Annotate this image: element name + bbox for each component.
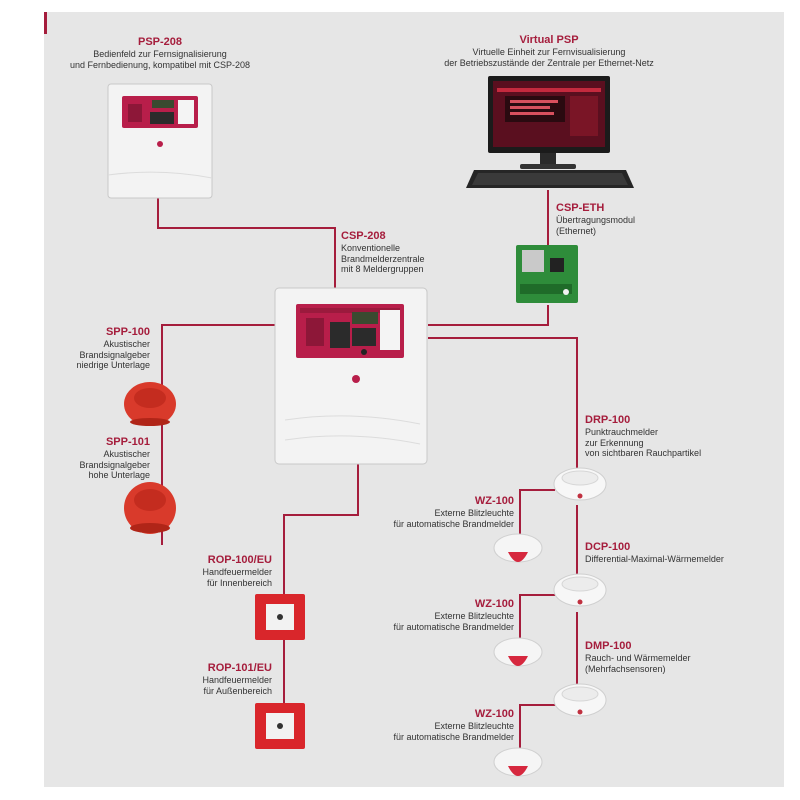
csp-208-desc-1: Konventionelle — [341, 243, 401, 253]
csp-208-title: CSP-208 — [341, 230, 386, 242]
psp-208-desc-1: Bedienfeld zur Fernsignalisierung — [93, 49, 227, 59]
rop-100-desc-1: Handfeuermelder — [202, 567, 272, 577]
rop-100-title: ROP-100/EU — [207, 554, 272, 566]
spp-100-device — [124, 382, 176, 426]
spp-101-label: SPP-101 Akustischer Brandsignalgeber hoh… — [50, 436, 150, 481]
dcp-100-desc-1: Differential-Maximal-Wärmemelder — [585, 554, 724, 564]
wz-100-device-1 — [493, 533, 543, 563]
dcp-100-title: DCP-100 — [585, 541, 631, 553]
wz-100-3-desc-1: Externe Blitzleuchte — [434, 721, 514, 731]
spp-101-desc-1: Akustischer — [103, 449, 150, 459]
wire-spp-loop — [161, 324, 278, 392]
rop-100-device — [255, 594, 305, 640]
wz-100-2-desc-2: für automatische Brandmelder — [393, 621, 514, 632]
dmp-100-desc-1: Rauch- und Wärmemelder — [585, 653, 691, 663]
wz-100-3-desc-2: für automatische Brandmelder — [393, 731, 514, 742]
dmp-100-title: DMP-100 — [585, 640, 632, 652]
rop-101-desc-1: Handfeuermelder — [202, 675, 272, 685]
spp-100-desc-3: niedrige Unterlage — [76, 360, 150, 370]
wz-100-1-desc-1: Externe Blitzleuchte — [434, 508, 514, 518]
dmp-100-device — [553, 683, 607, 717]
virtual-psp-desc-2: der Betriebszustände der Zentrale per Et… — [444, 57, 654, 68]
dcp-100-label: DCP-100 Differential-Maximal-Wärmemelder — [585, 541, 770, 565]
wz-100-title-3: WZ-100 — [474, 708, 514, 720]
wire-wz-2 — [519, 594, 555, 640]
wire-wz-3 — [519, 704, 555, 748]
rop-101-label: ROP-101/EU Handfeuermelder für Außenbere… — [170, 662, 272, 696]
spp-101-title: SPP-101 — [105, 436, 150, 448]
wire-wz-1 — [519, 489, 555, 535]
csp-208-desc-3: mit 8 Meldergruppen — [341, 264, 424, 274]
drp-100-title: DRP-100 — [585, 414, 631, 426]
drp-100-device — [553, 467, 607, 501]
rop-100-desc-2: für Innenbereich — [206, 577, 272, 588]
wz-100-1-desc-2: für automatische Brandmelder — [393, 518, 514, 529]
rop-101-device — [255, 703, 305, 749]
virtual-psp-desc-1: Virtuelle Einheit zur Fernvisualisierung — [472, 47, 626, 57]
dcp-100-device — [553, 573, 607, 607]
wire-csp-eth-panel — [428, 305, 549, 326]
wz-100-title-1: WZ-100 — [474, 495, 514, 507]
psp-208-device — [107, 83, 213, 199]
wire-detector-loop — [428, 337, 578, 468]
virtual-psp-computer — [466, 76, 634, 188]
drp-100-desc-2: zur Erkennung — [585, 437, 644, 448]
spp-100-title: SPP-100 — [105, 326, 150, 338]
rop-100-label: ROP-100/EU Handfeuermelder für Innenbere… — [170, 554, 272, 588]
wz-100-title-2: WZ-100 — [474, 598, 514, 610]
csp-208-label: CSP-208 Konventionelle Brandmelderzentra… — [341, 230, 461, 275]
spp-100-label: SPP-100 Akustischer Brandsignalgeber nie… — [50, 326, 150, 371]
csp-eth-desc-1: Übertragungsmodul — [556, 215, 636, 225]
wz-100-2-desc-1: Externe Blitzleuchte — [434, 611, 514, 621]
rop-101-desc-2: für Außenbereich — [203, 685, 272, 696]
spp-100-desc-2: Brandsignalgeber — [79, 349, 150, 360]
wire-psp208 — [157, 198, 336, 290]
dmp-100-label: DMP-100 Rauch- und Wärmemelder (Mehrfach… — [585, 640, 745, 674]
wire-rop-loop — [283, 462, 359, 595]
csp-eth-module — [516, 245, 578, 303]
rop-101-title: ROP-101/EU — [207, 662, 272, 674]
wz-100-device-3 — [493, 747, 543, 777]
csp-eth-desc-2: (Ethernet) — [556, 225, 597, 236]
dmp-100-desc-2: (Mehrfachsensoren) — [585, 663, 666, 674]
psp-208-desc-2: und Fernbedienung, kompatibel mit CSP-20… — [69, 59, 251, 70]
drp-100-desc-3: von sichtbaren Rauchpartikel — [585, 448, 702, 458]
drp-100-desc-1: Punktrauchmelder — [585, 427, 659, 437]
psp-208-title: PSP-208 — [137, 36, 183, 48]
wz-100-device-2 — [493, 637, 543, 667]
psp-208-label: PSP-208 Bedienfeld zur Fernsignalisierun… — [48, 36, 272, 70]
wz-100-label-3: WZ-100 Externe Blitzleuchte für automati… — [368, 708, 514, 742]
csp-eth-title: CSP-ETH — [556, 202, 605, 214]
wz-100-label-1: WZ-100 Externe Blitzleuchte für automati… — [368, 495, 514, 529]
virtual-psp-label: Virtual PSP Virtuelle Einheit zur Fernvi… — [418, 34, 680, 68]
csp-208-desc-2: Brandmelderzentrale — [341, 253, 425, 264]
accent-bar — [44, 12, 47, 34]
connection-wires — [157, 190, 578, 748]
csp-eth-label: CSP-ETH Übertragungsmodul (Ethernet) — [556, 202, 676, 236]
wz-100-label-2: WZ-100 Externe Blitzleuchte für automati… — [368, 598, 514, 632]
spp-101-desc-3: hohe Unterlage — [88, 470, 150, 480]
spp-101-device — [124, 482, 176, 534]
csp-208-device — [274, 287, 428, 465]
spp-101-desc-2: Brandsignalgeber — [79, 459, 150, 470]
spp-100-desc-1: Akustischer — [103, 339, 150, 349]
virtual-psp-title: Virtual PSP — [519, 34, 579, 46]
drp-100-label: DRP-100 Punktrauchmelder zur Erkennung v… — [585, 414, 745, 459]
